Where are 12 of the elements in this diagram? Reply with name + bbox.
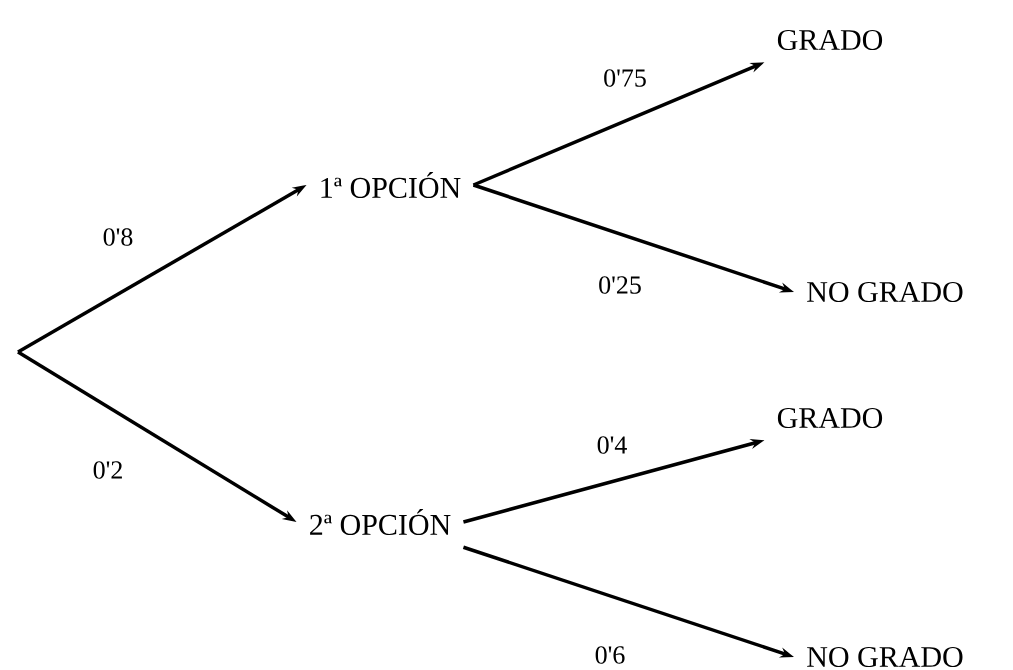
outcome-label: NO GRADO [807,646,963,668]
outcome-label: NO GRADO [807,281,963,303]
probability-label: 0'4 [594,434,630,456]
probability-label: 0'8 [100,226,136,248]
outcome-label: GRADO [777,407,883,429]
outcome-label: 2ª OPCIÓN [310,509,451,536]
outcome-label: 1ª OPCIÓN [321,172,461,199]
probability-label: 0'6 [592,644,628,666]
outcome-label: GRADO [777,29,883,51]
probability-label: 0'25 [596,274,644,296]
probability-label: 0'2 [90,459,126,481]
probability-label: 0'75 [601,67,649,89]
